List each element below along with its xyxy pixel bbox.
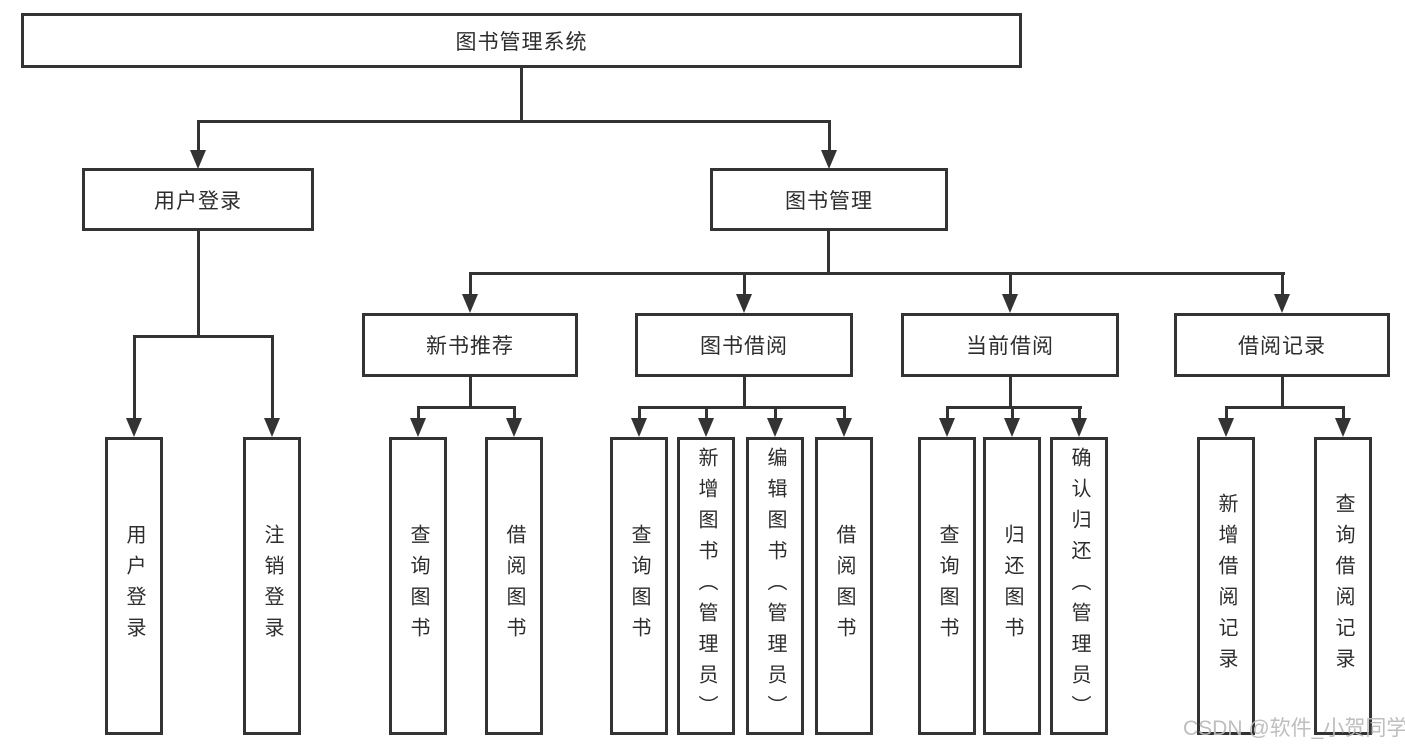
node-book-management: 图书管理 xyxy=(710,168,948,231)
node-user-login: 用户登录 xyxy=(82,168,314,231)
connector-line xyxy=(1010,407,1014,419)
leaf-return-books: 归还图书 xyxy=(983,437,1041,735)
leaf-logout: 注销登录 xyxy=(243,437,301,735)
leaf-borrow-books: 借阅图书 xyxy=(815,437,873,735)
leaf-add-book-admin: 新增图书（管理员） xyxy=(677,437,735,735)
leaf-borrow-books-label: 借阅图书 xyxy=(833,524,855,648)
connector-line xyxy=(1341,407,1345,419)
connector-arrow xyxy=(1274,294,1290,313)
connector-arrow xyxy=(1335,418,1351,437)
csdn-watermark: CSDN @软件_小贺同学 xyxy=(1183,717,1405,740)
connector-line xyxy=(1077,407,1081,419)
node-borrowing-records: 借阅记录 xyxy=(1174,313,1390,377)
connector-line xyxy=(1280,377,1284,407)
leaf-query-books-borrowing: 查询图书 xyxy=(610,437,668,735)
leaf-confirm-return-admin: 确认归还（管理员） xyxy=(1050,437,1108,735)
connector-line xyxy=(704,407,708,419)
connector-line xyxy=(1008,377,1012,407)
connector-arrow xyxy=(939,418,955,437)
connector-line xyxy=(827,121,831,151)
leaf-return-books-label: 归还图书 xyxy=(1001,524,1023,648)
leaf-edit-book-admin: 编辑图书（管理员） xyxy=(746,437,804,735)
connector-line xyxy=(196,119,831,123)
connector-line xyxy=(637,405,846,409)
connector-line xyxy=(196,121,200,151)
leaf-confirm-return-admin-label: 确认归还（管理员） xyxy=(1068,446,1090,726)
leaf-query-borrow-record: 查询借阅记录 xyxy=(1314,437,1372,735)
leaf-add-borrow-record: 新增借阅记录 xyxy=(1197,437,1255,735)
leaf-edit-book-admin-label: 编辑图书（管理员） xyxy=(764,446,786,726)
connector-line xyxy=(519,68,523,121)
connector-arrow xyxy=(836,418,852,437)
connector-arrow xyxy=(264,418,280,437)
connector-line xyxy=(773,407,777,419)
connector-line xyxy=(637,407,641,419)
connector-line xyxy=(742,273,746,295)
connector-line xyxy=(468,273,472,295)
connector-arrow xyxy=(698,418,714,437)
connector-line xyxy=(826,231,830,273)
leaf-borrow-books-recommend-label: 借阅图书 xyxy=(503,524,525,648)
connector-line xyxy=(842,407,846,419)
connector-line xyxy=(945,407,949,419)
connector-line xyxy=(196,231,200,336)
connector-line xyxy=(1280,273,1284,295)
connector-arrow xyxy=(190,150,206,169)
connector-line xyxy=(742,377,746,407)
leaf-add-book-admin-label: 新增图书（管理员） xyxy=(695,446,717,726)
connector-line xyxy=(270,336,274,419)
node-book-borrowing: 图书借阅 xyxy=(635,313,853,377)
leaf-query-books-recommend-label: 查询图书 xyxy=(407,524,429,648)
leaf-query-books-current: 查询图书 xyxy=(918,437,976,735)
connector-arrow xyxy=(1004,418,1020,437)
connector-line xyxy=(416,405,516,409)
leaf-borrow-books-recommend: 借阅图书 xyxy=(485,437,543,735)
node-library-system: 图书管理系统 xyxy=(21,13,1022,68)
connector-arrow xyxy=(410,418,426,437)
leaf-logout-label: 注销登录 xyxy=(261,524,283,648)
connector-line xyxy=(132,334,274,338)
connector-arrow xyxy=(631,418,647,437)
node-current-borrowing: 当前借阅 xyxy=(901,313,1119,377)
leaf-user-login-label: 用户登录 xyxy=(123,524,145,648)
leaf-query-books-recommend: 查询图书 xyxy=(389,437,447,735)
leaf-query-books-current-label: 查询图书 xyxy=(936,524,958,648)
leaf-query-borrow-record-label: 查询借阅记录 xyxy=(1332,493,1354,679)
connector-arrow xyxy=(821,150,837,169)
connector-line xyxy=(512,407,516,419)
connector-arrow xyxy=(126,418,142,437)
connector-arrow xyxy=(506,418,522,437)
leaf-query-books-borrowing-label: 查询图书 xyxy=(628,524,650,648)
connector-line xyxy=(1224,407,1228,419)
connector-arrow xyxy=(1002,294,1018,313)
connector-arrow xyxy=(736,294,752,313)
connector-arrow xyxy=(1218,418,1234,437)
leaf-user-login: 用户登录 xyxy=(105,437,163,735)
connector-line xyxy=(945,405,1082,409)
node-new-book-recommend: 新书推荐 xyxy=(362,313,578,377)
connector-line xyxy=(132,336,136,419)
connector-line xyxy=(1008,273,1012,295)
leaf-add-borrow-record-label: 新增借阅记录 xyxy=(1215,493,1237,679)
connector-arrow xyxy=(462,294,478,313)
connector-line xyxy=(1224,405,1345,409)
connector-line xyxy=(416,407,420,419)
connector-arrow xyxy=(767,418,783,437)
connector-line xyxy=(468,377,472,407)
connector-arrow xyxy=(1071,418,1087,437)
connector-line xyxy=(468,271,1285,275)
